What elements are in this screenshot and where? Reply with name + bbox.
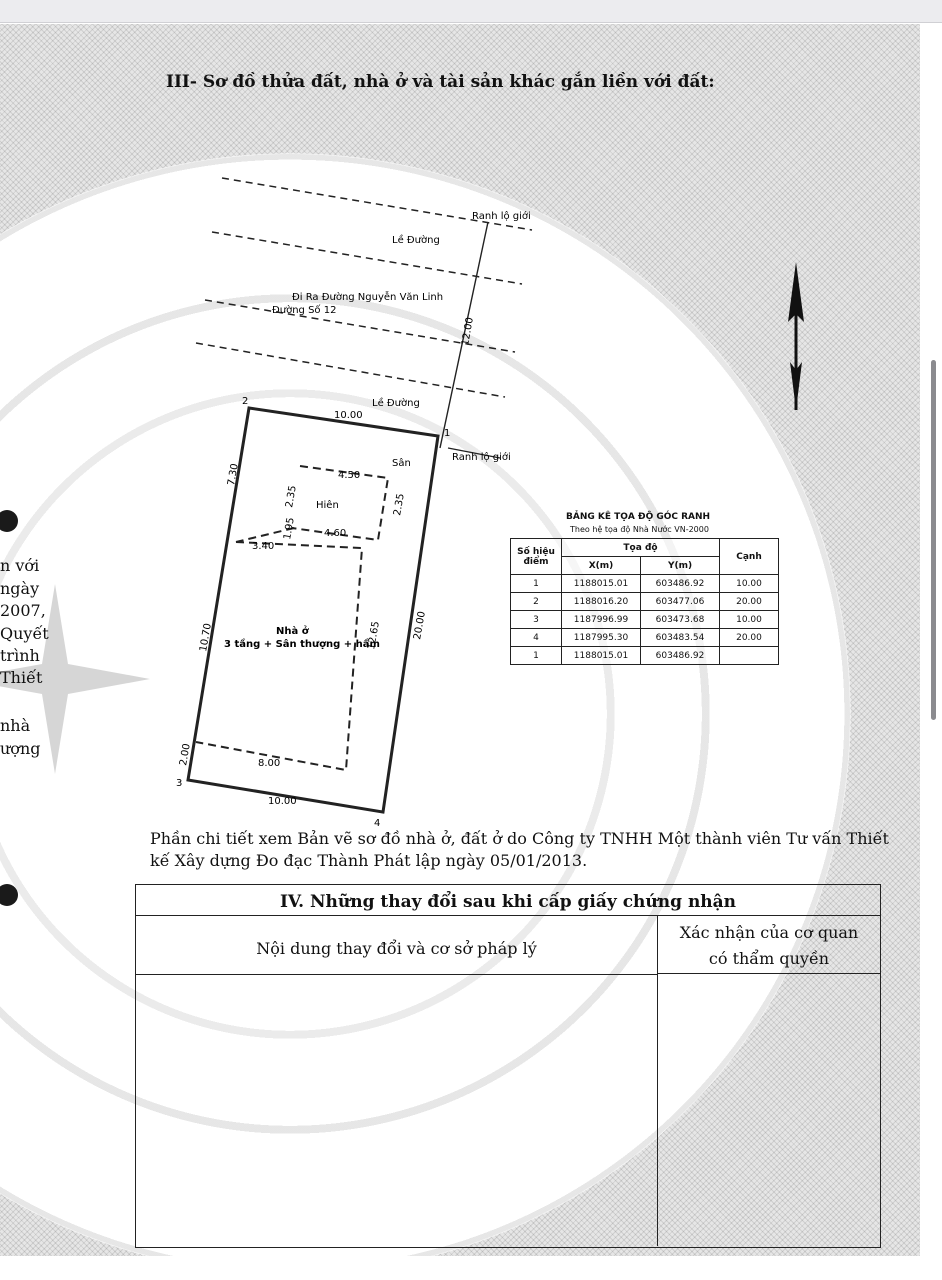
north-arrow-icon xyxy=(788,262,804,410)
cell-x: 1188015.01 xyxy=(561,646,641,665)
table-row: 3 1187996.99 603473.68 10.00 xyxy=(510,610,779,629)
dimension-label: 12.65 xyxy=(366,620,382,650)
boundary-label: Ranh lộ giới xyxy=(452,451,511,463)
porch-label: Hiên xyxy=(316,499,339,511)
road-number-label: Đường Số 12 xyxy=(272,304,336,316)
cell-y: 603483.54 xyxy=(640,628,720,647)
cell-y: 603477.06 xyxy=(640,592,720,611)
left-fragment: trình xyxy=(0,646,40,665)
road-edge-label: Lề Đường xyxy=(392,234,440,246)
coord-table-subtitle: Theo hệ tọa độ Nhà Nước VN-2000 xyxy=(570,525,709,534)
dimension-label: 20.00 xyxy=(412,610,428,640)
road-width-label: 12.00 xyxy=(460,316,476,346)
coord-table: Số hiệu điểm Tọa độ Cạnh X(m) Y(m) 1 118… xyxy=(510,538,779,665)
cell-point: 1 xyxy=(510,646,562,665)
dimension-label: 1.95 xyxy=(282,517,297,541)
drum-star-watermark xyxy=(0,584,150,774)
cell-point: 4 xyxy=(510,628,562,647)
col-header: Y(m) xyxy=(640,556,720,575)
table-row: 1 1188015.01 603486.92 xyxy=(510,646,779,665)
dimension-label: 2.35 xyxy=(392,493,407,517)
punch-hole xyxy=(0,884,18,906)
browser-top-bar xyxy=(0,0,942,23)
cell-edge: 10.00 xyxy=(719,574,779,593)
content-column: Nội dung thay đổi và cơ sở pháp lý xyxy=(136,916,658,1246)
road-name-label: Đi Ra Đường Nguyễn Văn Linh xyxy=(292,290,443,303)
house-description: 3 tầng + Sân thượng + hầm xyxy=(224,638,380,650)
dimension-label: 10.00 xyxy=(334,410,363,421)
col-header: X(m) xyxy=(561,556,641,575)
cell-y: 603473.68 xyxy=(640,610,720,629)
corner-label: 4 xyxy=(374,818,380,829)
dimension-label: 10.70 xyxy=(198,622,214,652)
table-row: 1 1188015.01 603486.92 10.00 xyxy=(510,574,779,593)
section4-title: IV. Những thay đổi sau khi cấp giấy chứn… xyxy=(136,885,880,916)
section3-title: III- Sơ đồ thửa đất, nhà ở và tài sản kh… xyxy=(166,72,715,92)
cell-edge: 10.00 xyxy=(719,610,779,629)
cell-point: 2 xyxy=(510,592,562,611)
cell-y: 603486.92 xyxy=(640,574,720,593)
dimension-label: 2.00 xyxy=(178,743,193,767)
dimension-label: 4.50 xyxy=(338,470,360,481)
dimension-label: 8.00 xyxy=(258,758,280,769)
section4-table: IV. Những thay đổi sau khi cấp giấy chứn… xyxy=(135,884,881,1248)
dimension-label: 7.30 xyxy=(226,463,241,487)
left-fragment: ượng xyxy=(0,739,41,758)
dimension-label: 3.40 xyxy=(252,541,274,552)
road-edge-label: Lề Đường xyxy=(372,397,420,409)
dimension-label: 2.35 xyxy=(284,485,299,509)
table-row: 4 1187995.30 603483.54 20.00 xyxy=(510,628,779,647)
left-fragment: 2007, xyxy=(0,601,46,620)
corner-label: 2 xyxy=(242,396,248,407)
confirm-header-line1: Xác nhận của cơ quan xyxy=(679,923,859,942)
left-fragment: n với xyxy=(0,556,40,575)
corner-label: 3 xyxy=(176,778,182,789)
cell-edge: 20.00 xyxy=(719,592,779,611)
boundary-label: Ranh lộ giới xyxy=(472,210,531,222)
left-fragment: ngày xyxy=(0,579,40,598)
left-fragment: nhà xyxy=(0,716,31,735)
cell-x: 1187995.30 xyxy=(561,628,641,647)
punch-hole xyxy=(0,510,18,532)
left-fragment: Quyết xyxy=(0,624,49,643)
table-row: 2 1188016.20 603477.06 20.00 xyxy=(510,592,779,611)
cell-x: 1188015.01 xyxy=(561,574,641,593)
corner-label: 1 xyxy=(444,428,450,439)
house-label: Nhà ở xyxy=(276,625,310,637)
detail-note: Phần chi tiết xem Bản vẽ sơ đồ nhà ở, đấ… xyxy=(150,829,889,870)
confirm-column-header: Xác nhận của cơ quan có thẩm quyền xyxy=(658,916,880,974)
dimension-label: 10.00 xyxy=(268,796,297,807)
cell-x: 1188016.20 xyxy=(561,592,641,611)
content-column-header: Nội dung thay đổi và cơ sở pháp lý xyxy=(136,916,657,975)
certificate-page xyxy=(0,24,920,1256)
col-header: Cạnh xyxy=(719,538,779,575)
cell-point: 3 xyxy=(510,610,562,629)
col-header: Tọa độ xyxy=(561,538,720,557)
cell-point: 1 xyxy=(510,574,562,593)
scrollbar[interactable] xyxy=(931,360,936,720)
cell-x: 1187996.99 xyxy=(561,610,641,629)
cell-edge: 20.00 xyxy=(719,628,779,647)
yard-label: Sân xyxy=(392,457,411,469)
col-header: Số hiệu điểm xyxy=(510,538,562,575)
cell-y: 603486.92 xyxy=(640,646,720,665)
coord-table-title: BẢNG KÊ TỌA ĐỘ GÓC RANH xyxy=(566,512,711,522)
left-fragment: Thiết xyxy=(0,668,43,687)
dimension-label: 4.60 xyxy=(324,528,346,539)
confirm-header-line2: có thẩm quyền xyxy=(708,949,830,968)
